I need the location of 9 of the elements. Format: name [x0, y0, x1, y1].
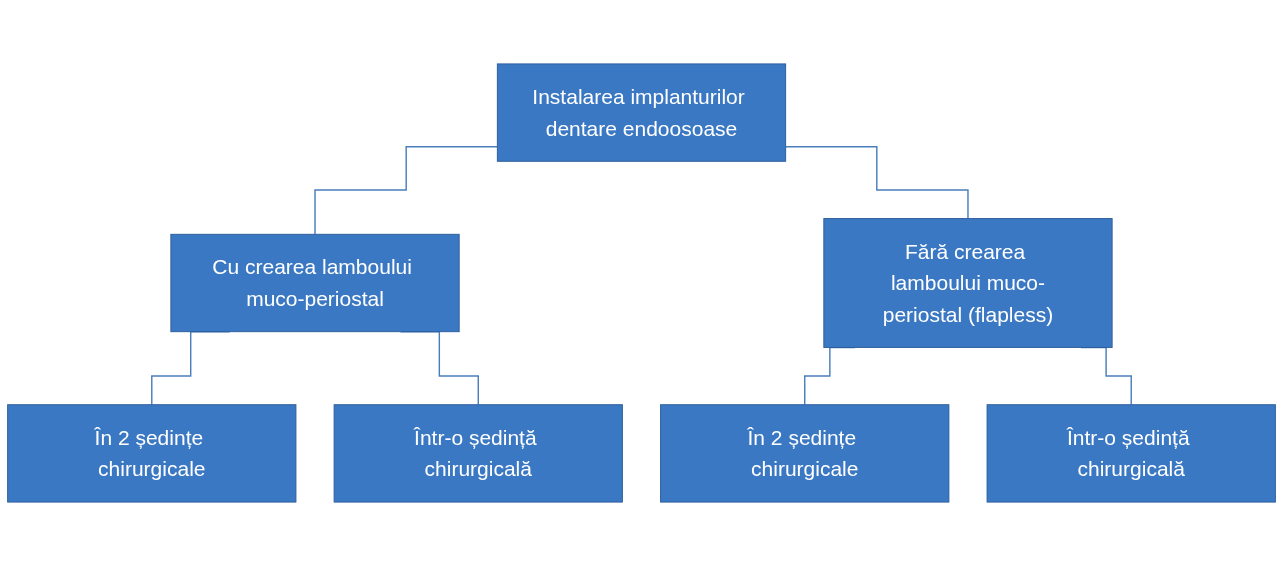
- node-box: Într-o ședință chirurgicală: [333, 404, 623, 503]
- node-box: Într-o ședință chirurgicală: [986, 404, 1276, 503]
- node-box: În 2 ședințe chirurgicale: [660, 404, 950, 503]
- node-box: Fără crearea lamboului muco-periostal (flapless): [823, 218, 1113, 348]
- connector: [784, 146, 969, 220]
- connector: [314, 146, 499, 236]
- node-box: Instalarea implanturilor dentare endoosoase: [496, 63, 787, 162]
- node-box: Cu crearea lamboului muco-periostal: [170, 233, 460, 333]
- node-box: În 2 ședințe chirurgicale: [7, 404, 297, 503]
